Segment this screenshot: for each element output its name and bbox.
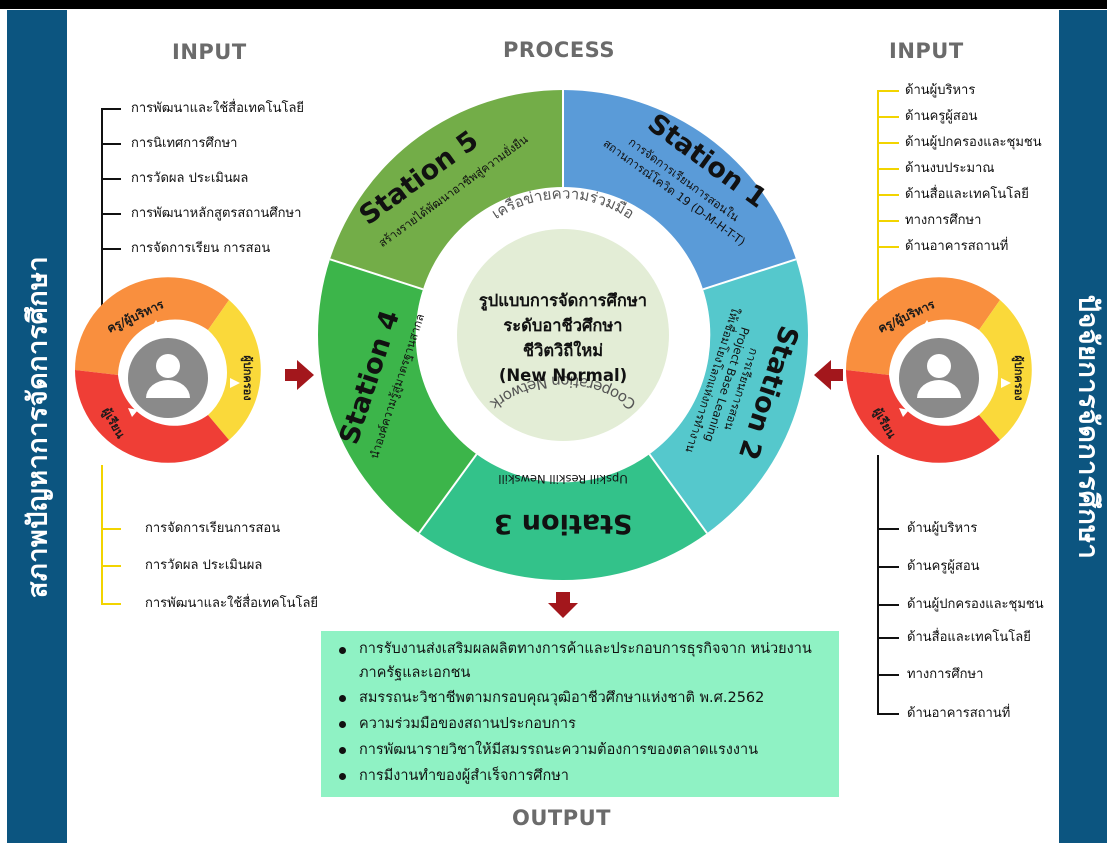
station4-segment xyxy=(318,259,477,534)
left-top-item: การนิเทศการศึกษา xyxy=(101,136,237,151)
arrow-left-icon xyxy=(814,360,843,390)
person-icon xyxy=(156,354,180,378)
output-item: ความร่วมมือของสถานประกอบการ xyxy=(339,711,839,737)
output-header: OUTPUT xyxy=(512,806,611,830)
cycle-arrow-icon xyxy=(128,408,138,417)
output-item: การรับงานส่งเสริมผลผลิตทางการค้าและประกอ… xyxy=(339,637,839,685)
right-bottom-item: ทางการศึกษา xyxy=(877,667,983,682)
center-line4: (New Normal) xyxy=(499,366,627,385)
right-sidebar: ปัจจัยการจัดการศึกษา xyxy=(1059,10,1107,843)
cycle-segment-student xyxy=(846,370,1000,463)
right-bottom-item: ด้านอาคารสถานที่ xyxy=(877,706,1010,721)
left-bottom-item: การพัฒนาและใช้สื่อเทคโนโลยี xyxy=(101,596,318,611)
process-wheel: เครือข่ายความร่วมมือ Cooperation Network… xyxy=(318,90,808,580)
output-item: สมรรถนะวิชาชีพตามกรอบคุณวุฒิอาชีวศึกษาแห… xyxy=(339,685,839,711)
right-top-item: ด้านครูผู้สอน xyxy=(877,109,978,124)
left-top-item: การพัฒนาหลักสูตรสถานศึกษา xyxy=(101,206,301,221)
cycle-segment-admin xyxy=(846,277,1000,375)
cycle-arrow-icon xyxy=(921,320,933,330)
right-top-item: ด้านผู้ปกครองและชุมชน xyxy=(877,135,1042,150)
input-left-header: INPUT xyxy=(172,40,247,64)
right-top-item: ด้านอาคารสถานที่ xyxy=(877,239,1008,254)
station1-segment xyxy=(563,90,796,290)
cycle-segment-admin xyxy=(75,277,229,375)
station5-segment xyxy=(330,90,563,290)
left-top-item: การจัดการเรียน การสอน xyxy=(101,241,270,256)
station3-text1: Upskill Reskill Newskill xyxy=(498,472,627,486)
process-header: PROCESS xyxy=(503,38,615,62)
right-top-item: ด้านผู้บริหาร xyxy=(877,83,975,98)
center-circle xyxy=(457,229,669,441)
left-top-item: การพัฒนาและใช้สื่อเทคโนโลยี xyxy=(101,101,304,116)
cycle-arrow-icon xyxy=(150,320,162,330)
output-item: การพัฒนารายวิชาให้มีสมรรถนะความต้องการขอ… xyxy=(339,737,839,763)
right-bottom-item: ด้านครูผู้สอน xyxy=(877,559,980,574)
left-bottom-item: การวัดผล ประเมินผล xyxy=(101,558,262,573)
right-top-item: ทางการศึกษา xyxy=(877,213,981,228)
right-bottom-item: ด้านผู้บริหาร xyxy=(877,521,977,536)
arrow-down-icon xyxy=(548,592,578,618)
left-sidebar: สภาพปัญหาการจัดการศึกษา xyxy=(7,10,67,843)
station3-label-group: Station 3 Upskill Reskill Newskill xyxy=(494,472,633,539)
center-line3: ชีวิตวิถีใหม่ xyxy=(523,340,603,360)
cycle-segment-student xyxy=(75,370,229,463)
output-item: การมีงานทำของผู้สำเร็จการศึกษา xyxy=(339,763,839,789)
cycle-label-parent: ผู้ปกครอง xyxy=(1011,355,1025,400)
center-line1: รูปแบบการจัดการศึกษา xyxy=(479,291,647,312)
right-bottom-item: ด้านสื่อและเทคโนโลยี xyxy=(877,630,1031,645)
cycle-segment-parent xyxy=(979,300,1032,440)
output-list: การรับงานส่งเสริมผลผลิตทางการค้าและประกอ… xyxy=(321,631,839,789)
right-top-item: ด้านสื่อและเทคโนโลยี xyxy=(877,187,1029,202)
station2-segment xyxy=(649,259,808,534)
station3-segment xyxy=(419,454,707,580)
input-right-header: INPUT xyxy=(889,39,964,63)
right-cycle: ครู/ผู้บริหาร ผู้ปกครอง ผู้เรียน xyxy=(846,277,1032,463)
cycle-segment-parent xyxy=(208,300,261,440)
right-bottom-item: ด้านผู้ปกครองและชุมชน xyxy=(877,597,1044,612)
cycle-arrow-icon xyxy=(1001,378,1011,388)
station3-title: Station 3 xyxy=(494,508,633,539)
right-top-item: ด้านงบประมาณ xyxy=(877,161,994,176)
person-icon xyxy=(927,354,951,378)
arrow-right-icon xyxy=(285,360,314,390)
cycle-arrow-icon xyxy=(230,378,240,388)
cycle-label-parent: ผู้ปกครอง xyxy=(240,355,254,400)
center-line2: ระดับอาชีวศึกษา xyxy=(503,316,622,335)
left-bottom-item: การจัดการเรียนการสอน xyxy=(101,521,280,536)
left-top-item: การวัดผล ประเมินผล xyxy=(101,171,248,186)
output-box: การรับงานส่งเสริมผลผลิตทางการค้าและประกอ… xyxy=(321,631,839,797)
top-border xyxy=(0,0,1107,9)
cycle-arrow-icon xyxy=(899,408,909,417)
left-cycle: ครู/ผู้บริหาร ผู้ปกครอง ผู้เรียน xyxy=(75,277,261,463)
